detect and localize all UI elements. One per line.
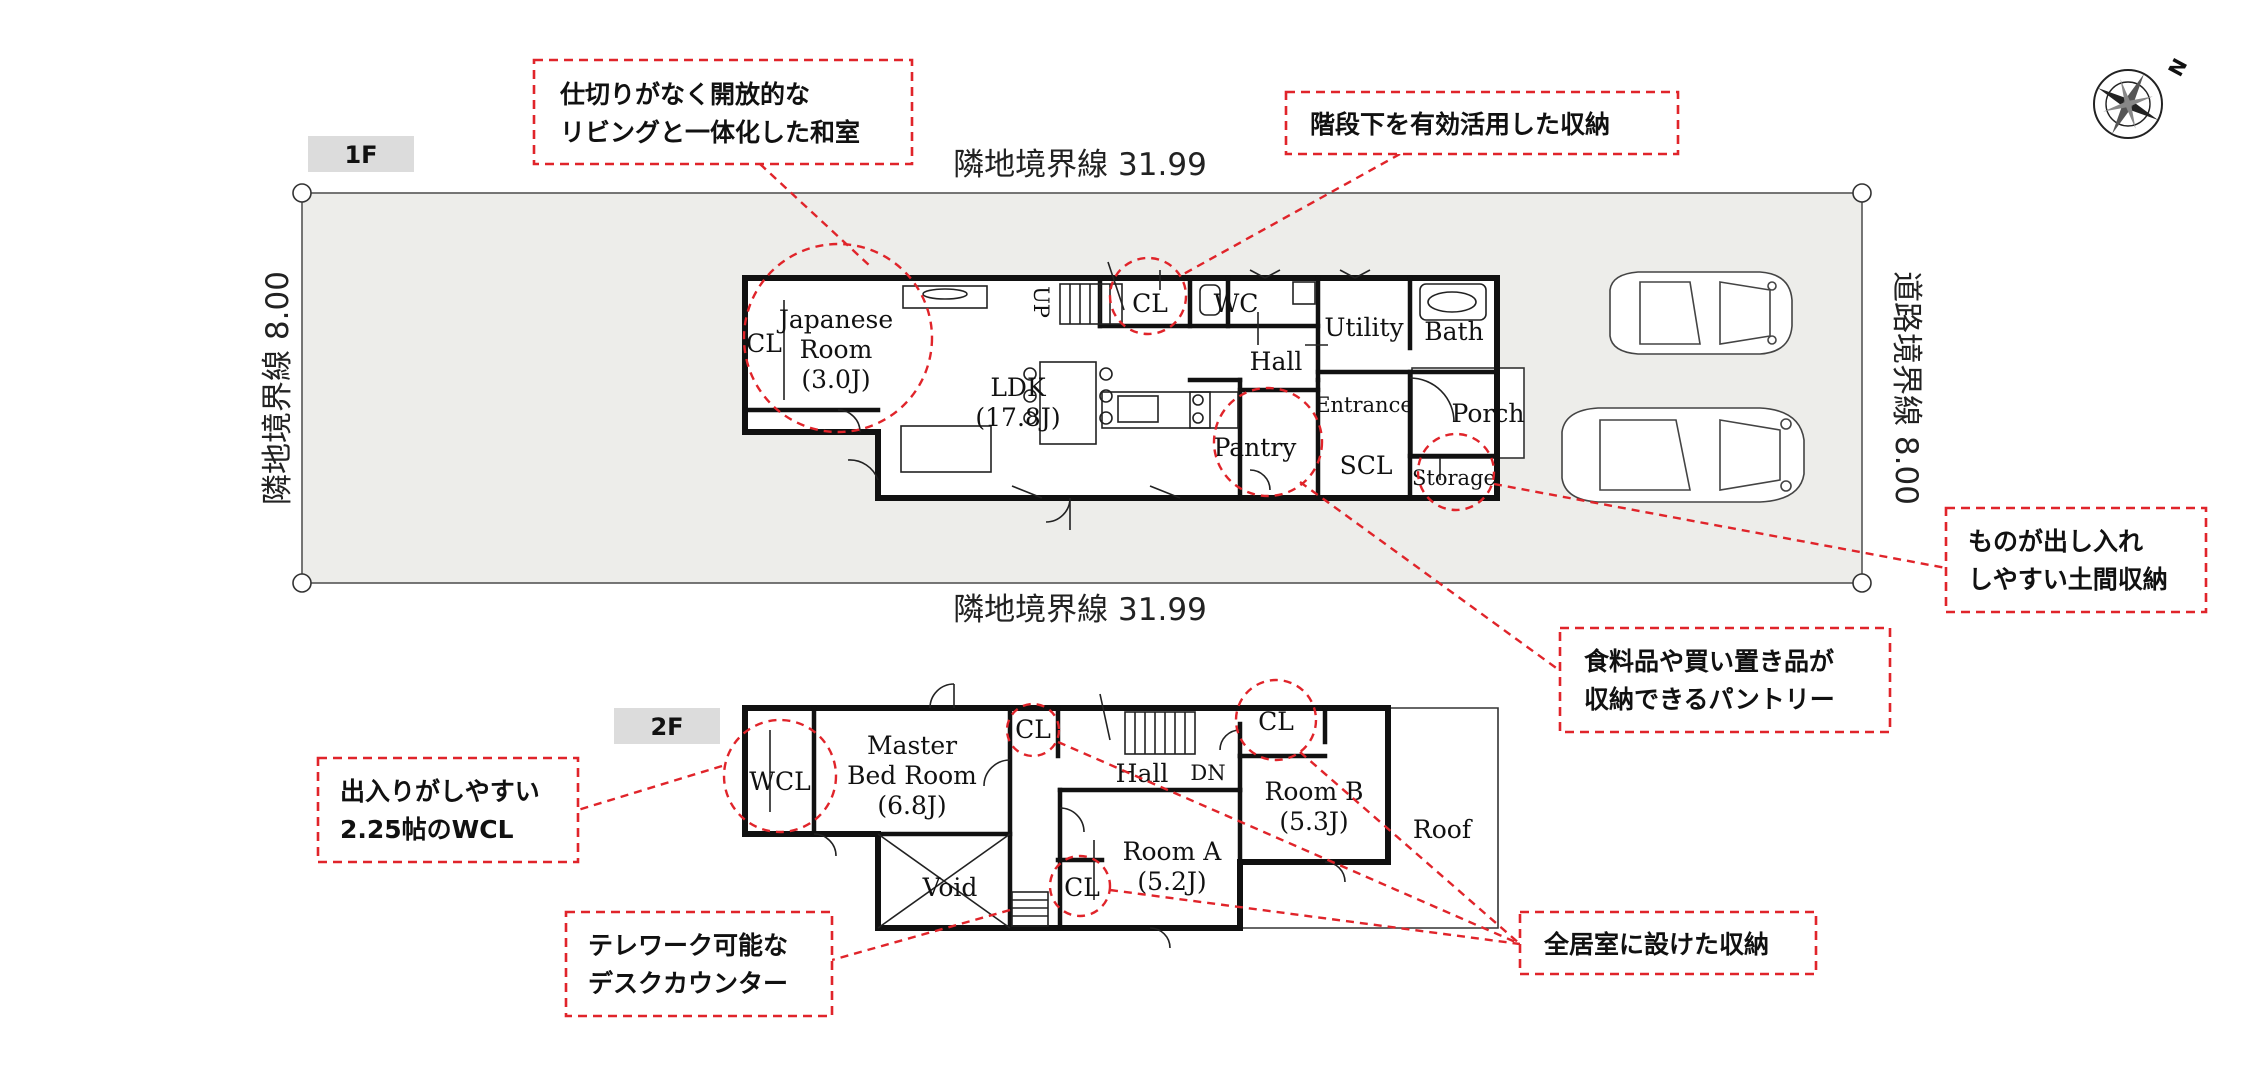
roof-outline [1240,707,1499,929]
callout-leaders [577,152,1947,962]
room-label-roof: Roof [1413,815,1473,844]
room-label-dn: DN [1190,761,1225,785]
room-label-master-size: (6.8J) [877,791,946,820]
callout-stair-storage: 階段下を有効活用した収納 [1284,90,1680,156]
stairs-2f [769,683,1346,949]
room-label-cl-roomb: CL [1258,707,1294,736]
boundary-right-label: 道路境界線 8.00 [1888,271,1924,505]
room-label-cl-hall: CL [1015,715,1051,744]
svg-text:ものが出し入れ: ものが出し入れ [1968,527,2143,556]
car-icon [1561,407,1805,503]
callout-doma-storage: ものが出し入れ しやすい土間収納 [1944,506,2208,614]
room-label-entrance: Entrance [1315,393,1413,417]
room-label-room-b-size: (5.3J) [1279,807,1348,836]
boundary-top-label: 隣地境界線 31.99 [953,147,1207,183]
svg-text:N: N [2163,54,2192,80]
room-label-cl-rooma: CL [1064,873,1100,902]
room-label-japanese-room-size: (3.0J) [801,365,870,394]
room-label-wcl: WCL [749,767,810,796]
room-label-hall-2f: Hall [1116,759,1169,788]
room-label-hall: Hall [1250,347,1303,376]
svg-text:デスクカウンター: デスクカウンター [588,969,788,998]
callout-pantry: 食料品や買い置き品が 収納できるパントリー [1558,626,1892,734]
room-label-up: UP [1029,286,1053,318]
svg-text:収納できるパントリー: 収納できるパントリー [1584,685,1835,714]
room-label-void: Void [922,873,978,902]
exterior-wall [742,275,1500,501]
room-label-cl-stair: CL [1132,289,1168,318]
callout-all-rooms-storage: 全居室に設けた収納 [1518,910,1818,976]
stairs-1f [1059,261,1125,325]
compass-icon: N [2093,54,2192,139]
room-label-japanese-room: Japanese [776,305,893,334]
room-label-porch: Porch [1452,399,1525,428]
room-label-japanese-room-2: Room [800,335,873,364]
room-label-room-a: Room A [1123,837,1223,866]
room-label-ldk: LDK [990,373,1047,402]
room-label-bed-room: Bed Room [847,761,977,790]
boundary-bottom-label: 隣地境界線 31.99 [953,592,1207,628]
room-label-pantry: Pantry [1214,433,1298,462]
callout-wcl: 出入りがしやすい 2.25帖のWCL [316,756,580,864]
callout-japanese-room: 仕切りがなく開放的な リビングと一体化した和室 [532,58,914,166]
svg-text:出入りがしやすい: 出入りがしやすい [340,777,540,806]
svg-text:2.25帖のWCL: 2.25帖のWCL [340,815,514,844]
room-label-room-a-size: (5.2J) [1137,867,1206,896]
floor2-label-tab [614,708,720,744]
floor1-label-tab [308,136,414,172]
room-label-bath: Bath [1424,317,1483,346]
furniture-1f [783,269,1487,530]
svg-text:食料品や買い置き品が: 食料品や買い置き品が [1584,647,1834,676]
svg-text:階段下を有効活用した収納: 階段下を有効活用した収納 [1310,110,1610,139]
room-label-storage: Storage [1412,466,1496,490]
floor2-label: 2F [650,713,683,741]
svg-text:リビングと一体化した和室: リビングと一体化した和室 [560,118,860,147]
floor1-label: 1F [344,141,377,169]
car-icon [1609,271,1793,355]
room-label-master: Master [867,731,957,760]
room-label-wc: WC [1214,289,1259,318]
svg-text:しやすい土間収納: しやすい土間収納 [1968,565,2168,594]
boundary-left-label: 隣地境界線 8.00 [260,271,296,505]
boundary-markers [292,183,1872,593]
building-footprint [745,278,1497,498]
interior-walls [742,275,1500,501]
floor2-plan: 2F [614,683,1499,949]
callout-desk-counter: テレワーク可能な デスクカウンター [564,910,834,1018]
svg-text:仕切りがなく開放的な: 仕切りがなく開放的な [559,80,810,109]
room-label-ldk-size: (17.8J) [975,403,1060,432]
room-label-room-b: Room B [1265,777,1364,806]
svg-text:全居室に設けた収納: 全居室に設けた収納 [1543,930,1769,959]
room-label-utility: Utility [1324,313,1404,342]
floor1-plan: 1F 隣地境界線 31.99 隣地境界線 31.99 隣地境界線 8.00 道路… [260,136,1924,628]
svg-text:テレワーク可能な: テレワーク可能な [588,931,788,960]
room-label-scl: SCL [1340,451,1393,480]
room-label-cl-japanese: CL [746,329,782,358]
